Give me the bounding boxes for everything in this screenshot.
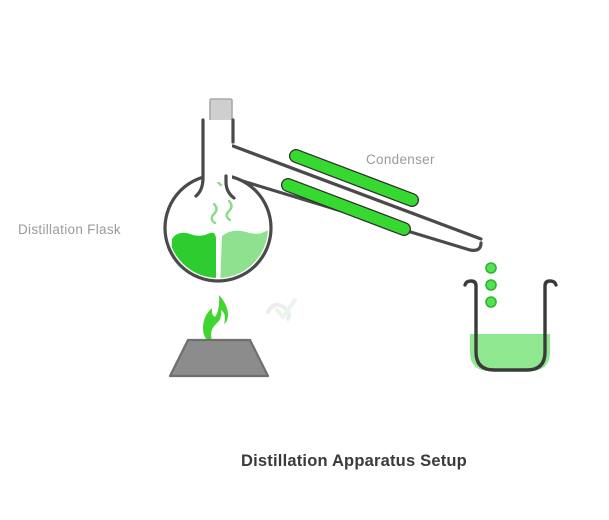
bunsen-burner-group <box>168 338 270 378</box>
vapor-wisp-3 <box>225 199 233 222</box>
flask-neck-left-wall <box>194 118 205 198</box>
condenser-lower-wall <box>224 174 483 252</box>
burner-flame <box>203 295 228 344</box>
flask-neck-fill <box>204 120 232 182</box>
condenser-upper-wall <box>231 144 483 241</box>
condenser-coolant-bars <box>281 149 419 236</box>
beaker-liquid <box>470 334 550 371</box>
droplet-1 <box>485 262 497 274</box>
droplets-group <box>485 262 497 308</box>
ghost-mark-check <box>275 298 297 319</box>
droplet-3 <box>485 296 497 308</box>
page-title: Distillation Apparatus Setup <box>241 452 467 470</box>
droplet-2 <box>485 279 497 291</box>
ghost-mark-arc <box>266 302 291 321</box>
coolant-bar-lower <box>282 179 410 235</box>
collection-beaker-group <box>463 279 558 372</box>
flask-stopper <box>209 98 233 122</box>
beaker-outline <box>463 279 558 372</box>
bunsen-burner-base <box>168 338 270 378</box>
coolant-bar-upper <box>290 150 418 206</box>
condenser-group <box>224 144 483 252</box>
flask-group <box>163 98 273 283</box>
vapor-wisp-2 <box>210 202 218 225</box>
burner-flame-group <box>203 295 228 344</box>
label-distillation-flask: Distillation Flask <box>18 222 121 237</box>
ghost-mark-icon <box>266 298 297 321</box>
label-condenser: Condenser <box>366 152 435 167</box>
flask-neck-right-wall-lower <box>224 174 236 200</box>
